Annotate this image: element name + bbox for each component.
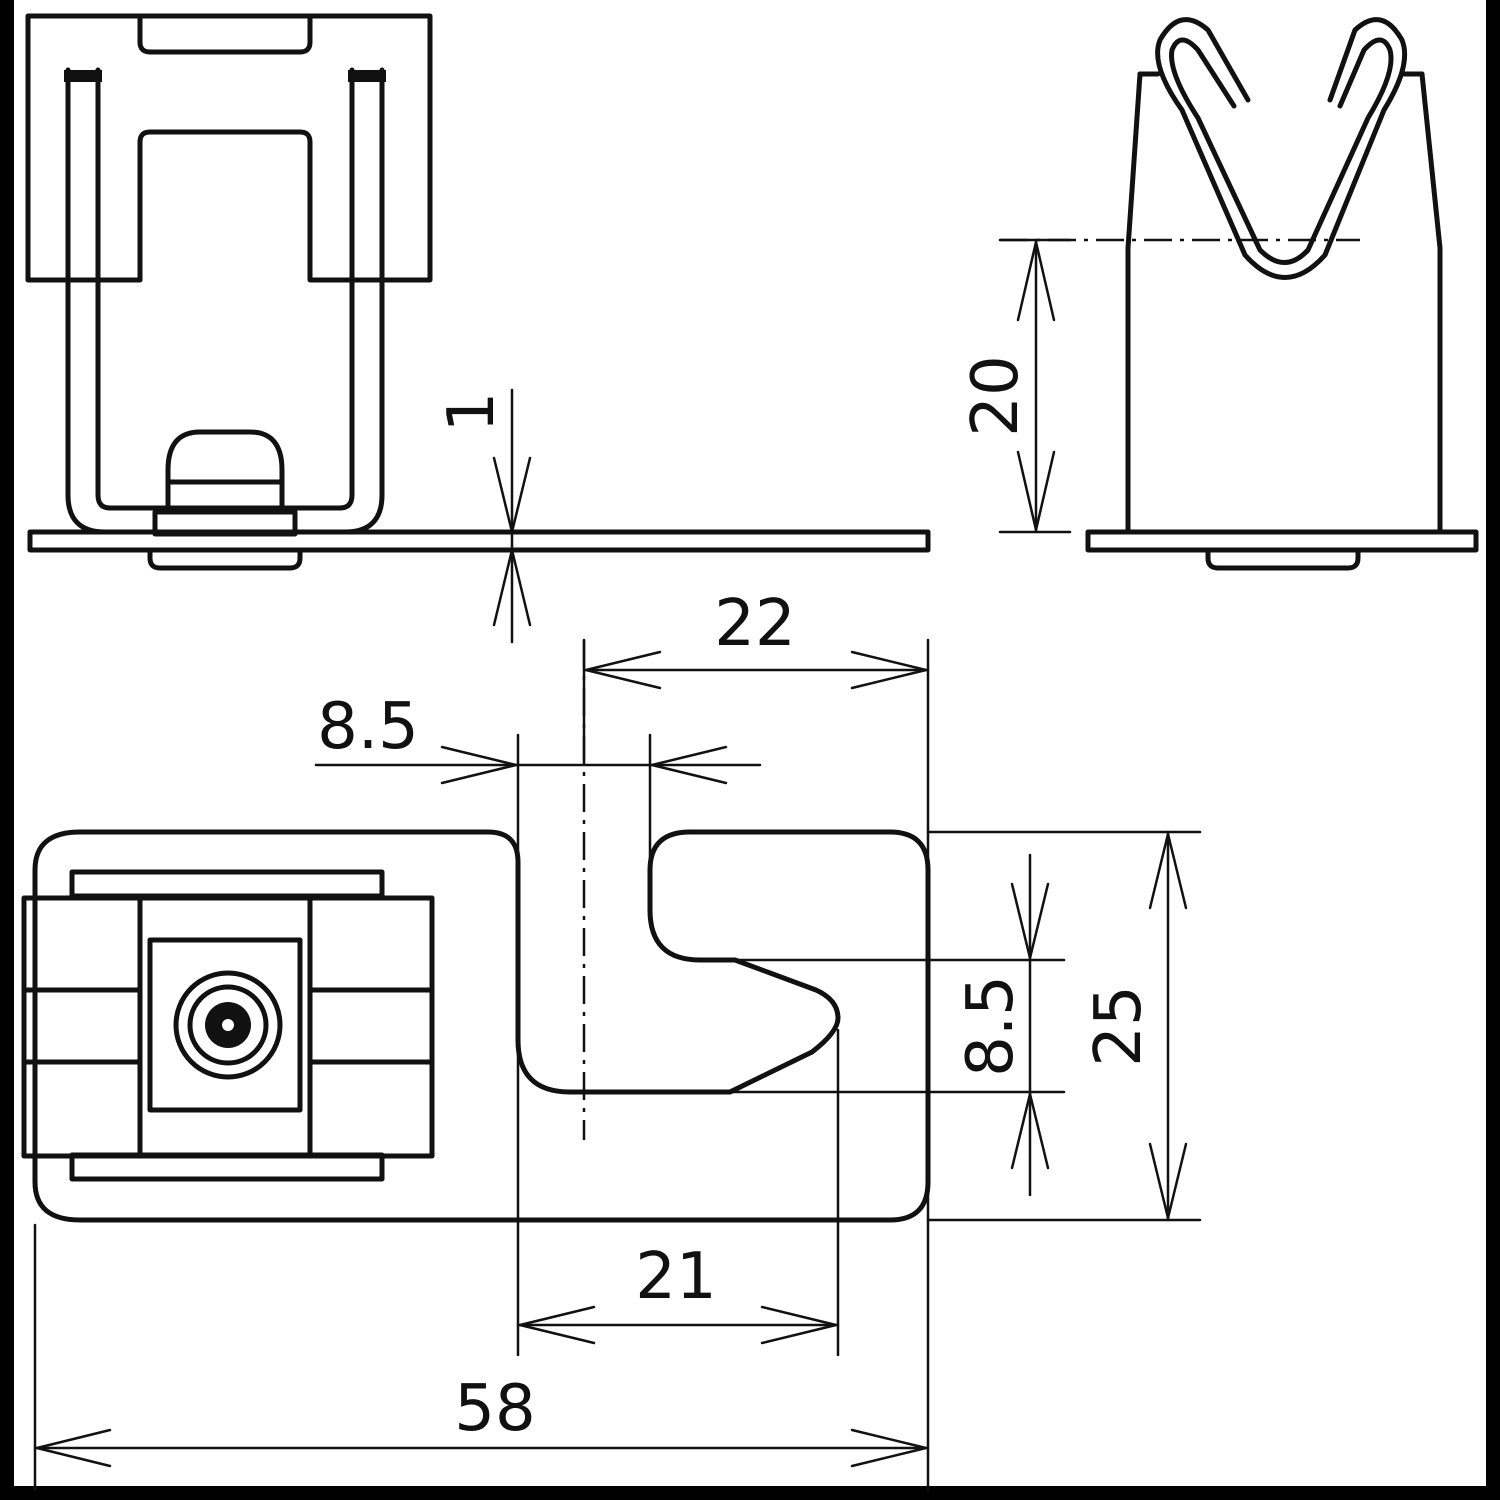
dimension-slot-depth: 21: [516, 1028, 840, 1357]
offset-arrow-left: [585, 650, 662, 690]
dimension-slot-height: 8.5: [728, 853, 1066, 1197]
spring-clip-outer: [1155, 17, 1408, 280]
side-left-wall: [1125, 71, 1143, 535]
nut-underside: [147, 547, 303, 571]
dim-label-slot-width: 8.5: [317, 690, 419, 764]
dimension-slot-width: 8.5: [314, 690, 762, 1357]
depth-arrow-left: [519, 1305, 596, 1345]
screw-head: [165, 429, 285, 513]
dim-label-thickness: 1: [435, 392, 509, 433]
slot-height-arrow-top: [1010, 882, 1050, 959]
wire-end-right: [348, 70, 386, 82]
wire-end-left: [64, 70, 102, 82]
depth-arrow-right: [760, 1305, 837, 1345]
base-plate-side: [27, 529, 931, 553]
screw-outer-ring: [173, 970, 283, 1080]
width-arrow-top: [1148, 833, 1188, 910]
height-arrow-bottom: [1016, 450, 1056, 531]
top-view: [21, 640, 931, 1223]
length-arrow-left: [36, 1428, 112, 1468]
dim-label-plate-length: 58: [454, 1372, 535, 1446]
wire-stirrup-inner: [95, 67, 355, 511]
drawing-sheet: [14, 0, 1486, 1486]
dimension-slot-offset: 22: [582, 587, 930, 1492]
dim-label-slot-height: 8.5: [954, 975, 1028, 1077]
clamp-body: [25, 13, 433, 283]
dim-label-slot-depth: 21: [635, 1240, 716, 1314]
screw-center-dot: [222, 1019, 234, 1031]
clamp-top-notch: [137, 13, 313, 55]
dimension-thickness: 1: [435, 388, 532, 644]
slot-height-arrow-bottom: [1010, 1093, 1050, 1170]
side-view: [1000, 17, 1479, 571]
dimension-height: 20: [959, 238, 1072, 534]
length-arrow-right: [850, 1428, 927, 1468]
thickness-arrow-bottom: [492, 549, 532, 627]
dimension-plate-width: 25: [926, 830, 1202, 1222]
offset-arrow-right: [850, 650, 927, 690]
side-base-plate: [1085, 529, 1479, 553]
clamp-center-block: [137, 895, 313, 1159]
spring-clip-inner: [1169, 37, 1394, 265]
thickness-arrow-top: [492, 456, 532, 533]
dim-label-height: 20: [959, 355, 1033, 436]
front-view: [25, 13, 931, 571]
side-nut-underside: [1205, 547, 1361, 571]
dim-label-plate-width: 25: [1082, 985, 1156, 1066]
side-right-wall: [1419, 71, 1443, 535]
dim-label-slot-offset: 22: [714, 587, 795, 661]
dimension-plate-length: 58: [33, 1223, 930, 1492]
clamp-center-plate: [147, 937, 303, 1113]
slot-width-arrow-right: [651, 745, 728, 785]
base-plate-outline: [32, 829, 931, 1223]
width-arrow-bottom: [1148, 1142, 1188, 1219]
slot-width-arrow-left: [440, 745, 517, 785]
height-arrow-top: [1016, 241, 1056, 322]
screw-inner-ring: [187, 984, 269, 1066]
